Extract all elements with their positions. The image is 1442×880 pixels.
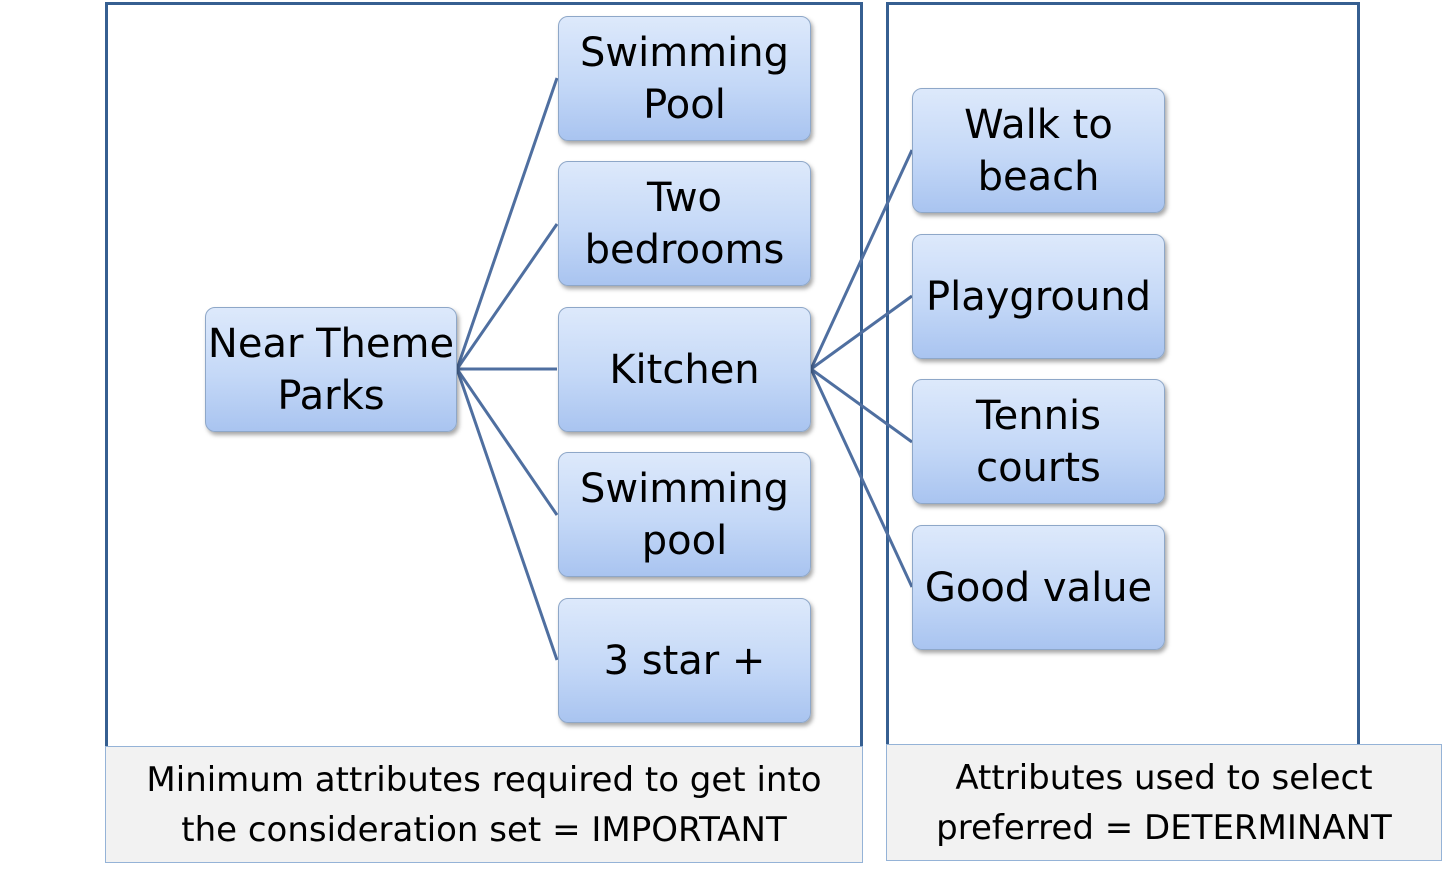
node-walk-to-beach: Walk to beach (912, 88, 1165, 213)
caption-determinant: Attributes used to select preferred = DE… (886, 744, 1442, 861)
node-swimming-pool: Swimming Pool (558, 16, 811, 141)
caption-determinant-text: Attributes used to select preferred = DE… (936, 757, 1392, 848)
node-swimming-pool-2: Swimming pool (558, 452, 811, 577)
node-kitchen: Kitchen (558, 307, 811, 432)
connector-kitchen-to-tennis-courts (810, 367, 913, 444)
caption-important: Minimum attributes required to get into … (105, 746, 863, 863)
connector-root-to-two-bedrooms (455, 223, 559, 370)
node-good-value: Good value (912, 525, 1165, 650)
node-near-theme-parks: Near Theme Parks (205, 307, 457, 432)
connector-root-to-swimming-pool-2 (455, 368, 559, 516)
node-two-bedrooms: Two bedrooms (558, 161, 811, 286)
connector-root-to-swimming-pool (455, 77, 559, 370)
node-tennis-courts: Tennis courts (912, 379, 1165, 504)
connector-kitchen-to-good-value (809, 368, 914, 588)
connector-kitchen-to-walk-to-beach (809, 149, 914, 370)
node-playground: Playground (912, 234, 1165, 359)
connector-root-to-3-star (455, 368, 559, 661)
node-3-star: 3 star + (558, 598, 811, 723)
connector-kitchen-to-playground (810, 294, 913, 371)
caption-important-text: Minimum attributes required to get into … (146, 759, 822, 850)
